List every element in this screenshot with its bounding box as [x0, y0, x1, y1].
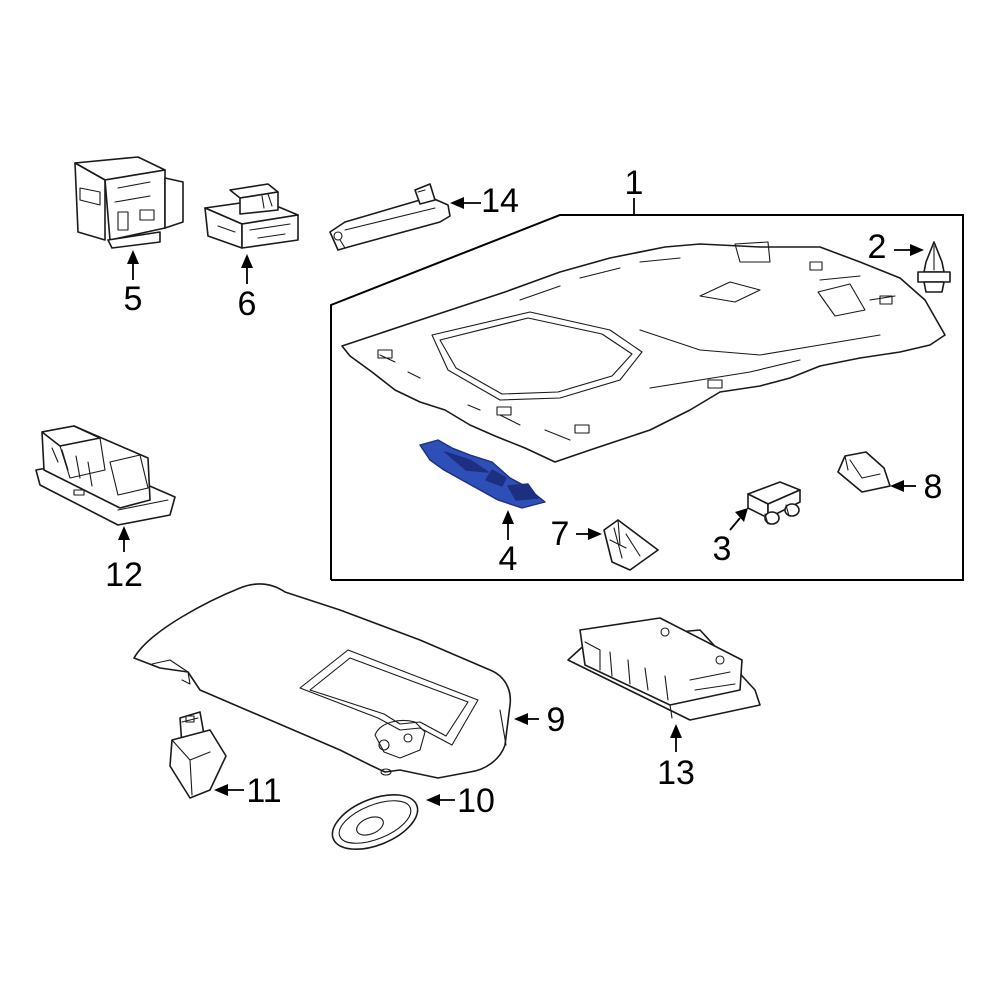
- callout-11-label: 11: [246, 772, 281, 810]
- callout-5: 5: [124, 250, 143, 318]
- callout-14: 14: [450, 182, 519, 220]
- callout-3-label: 3: [713, 530, 732, 568]
- callout-3: 3: [713, 508, 748, 568]
- callout-6: 6: [238, 254, 257, 323]
- grip-part-14[interactable]: [329, 183, 451, 251]
- hook-part-8[interactable]: [837, 451, 891, 493]
- dome-lamp-part-13[interactable]: [567, 617, 761, 721]
- switch-part-5[interactable]: [74, 156, 184, 249]
- callout-11: 11: [214, 772, 282, 810]
- bracket-part-4-highlighted[interactable]: [419, 439, 546, 509]
- cap-part-10[interactable]: [325, 784, 426, 860]
- callout-7: 7: [551, 515, 602, 553]
- callout-4-label: 4: [499, 540, 518, 578]
- callout-8: 8: [890, 468, 942, 506]
- callout-4: 4: [499, 510, 518, 578]
- clip-part-2[interactable]: [917, 241, 951, 293]
- callout-13-label: 13: [657, 754, 695, 792]
- callout-8-label: 8: [924, 468, 943, 506]
- lamp-part-12[interactable]: [35, 425, 176, 526]
- callout-7-label: 7: [551, 515, 570, 553]
- callout-9: 9: [514, 701, 565, 739]
- callout-6-label: 6: [238, 285, 257, 323]
- callout-14-label: 14: [481, 182, 519, 220]
- sunvisor-part-9[interactable]: [133, 583, 512, 779]
- retainer-part-7[interactable]: [603, 519, 659, 571]
- callout-1-label: 1: [625, 164, 644, 202]
- lamp-part-6[interactable]: [204, 183, 299, 249]
- callout-2: 2: [868, 228, 924, 266]
- callout-12: 12: [105, 526, 143, 594]
- callout-10: 10: [426, 782, 495, 820]
- callout-1: 1: [625, 164, 644, 202]
- callout-12-label: 12: [105, 556, 143, 594]
- headliner-group-frame: [330, 198, 964, 581]
- callout-10-label: 10: [457, 782, 495, 820]
- callout-2-label: 2: [868, 228, 887, 266]
- callout-9-label: 9: [547, 701, 566, 739]
- connector-part-3[interactable]: [747, 481, 801, 525]
- callout-5-label: 5: [124, 280, 143, 318]
- headliner-part[interactable]: [341, 241, 946, 463]
- holder-part-11[interactable]: [169, 711, 227, 799]
- callout-13: 13: [657, 724, 695, 792]
